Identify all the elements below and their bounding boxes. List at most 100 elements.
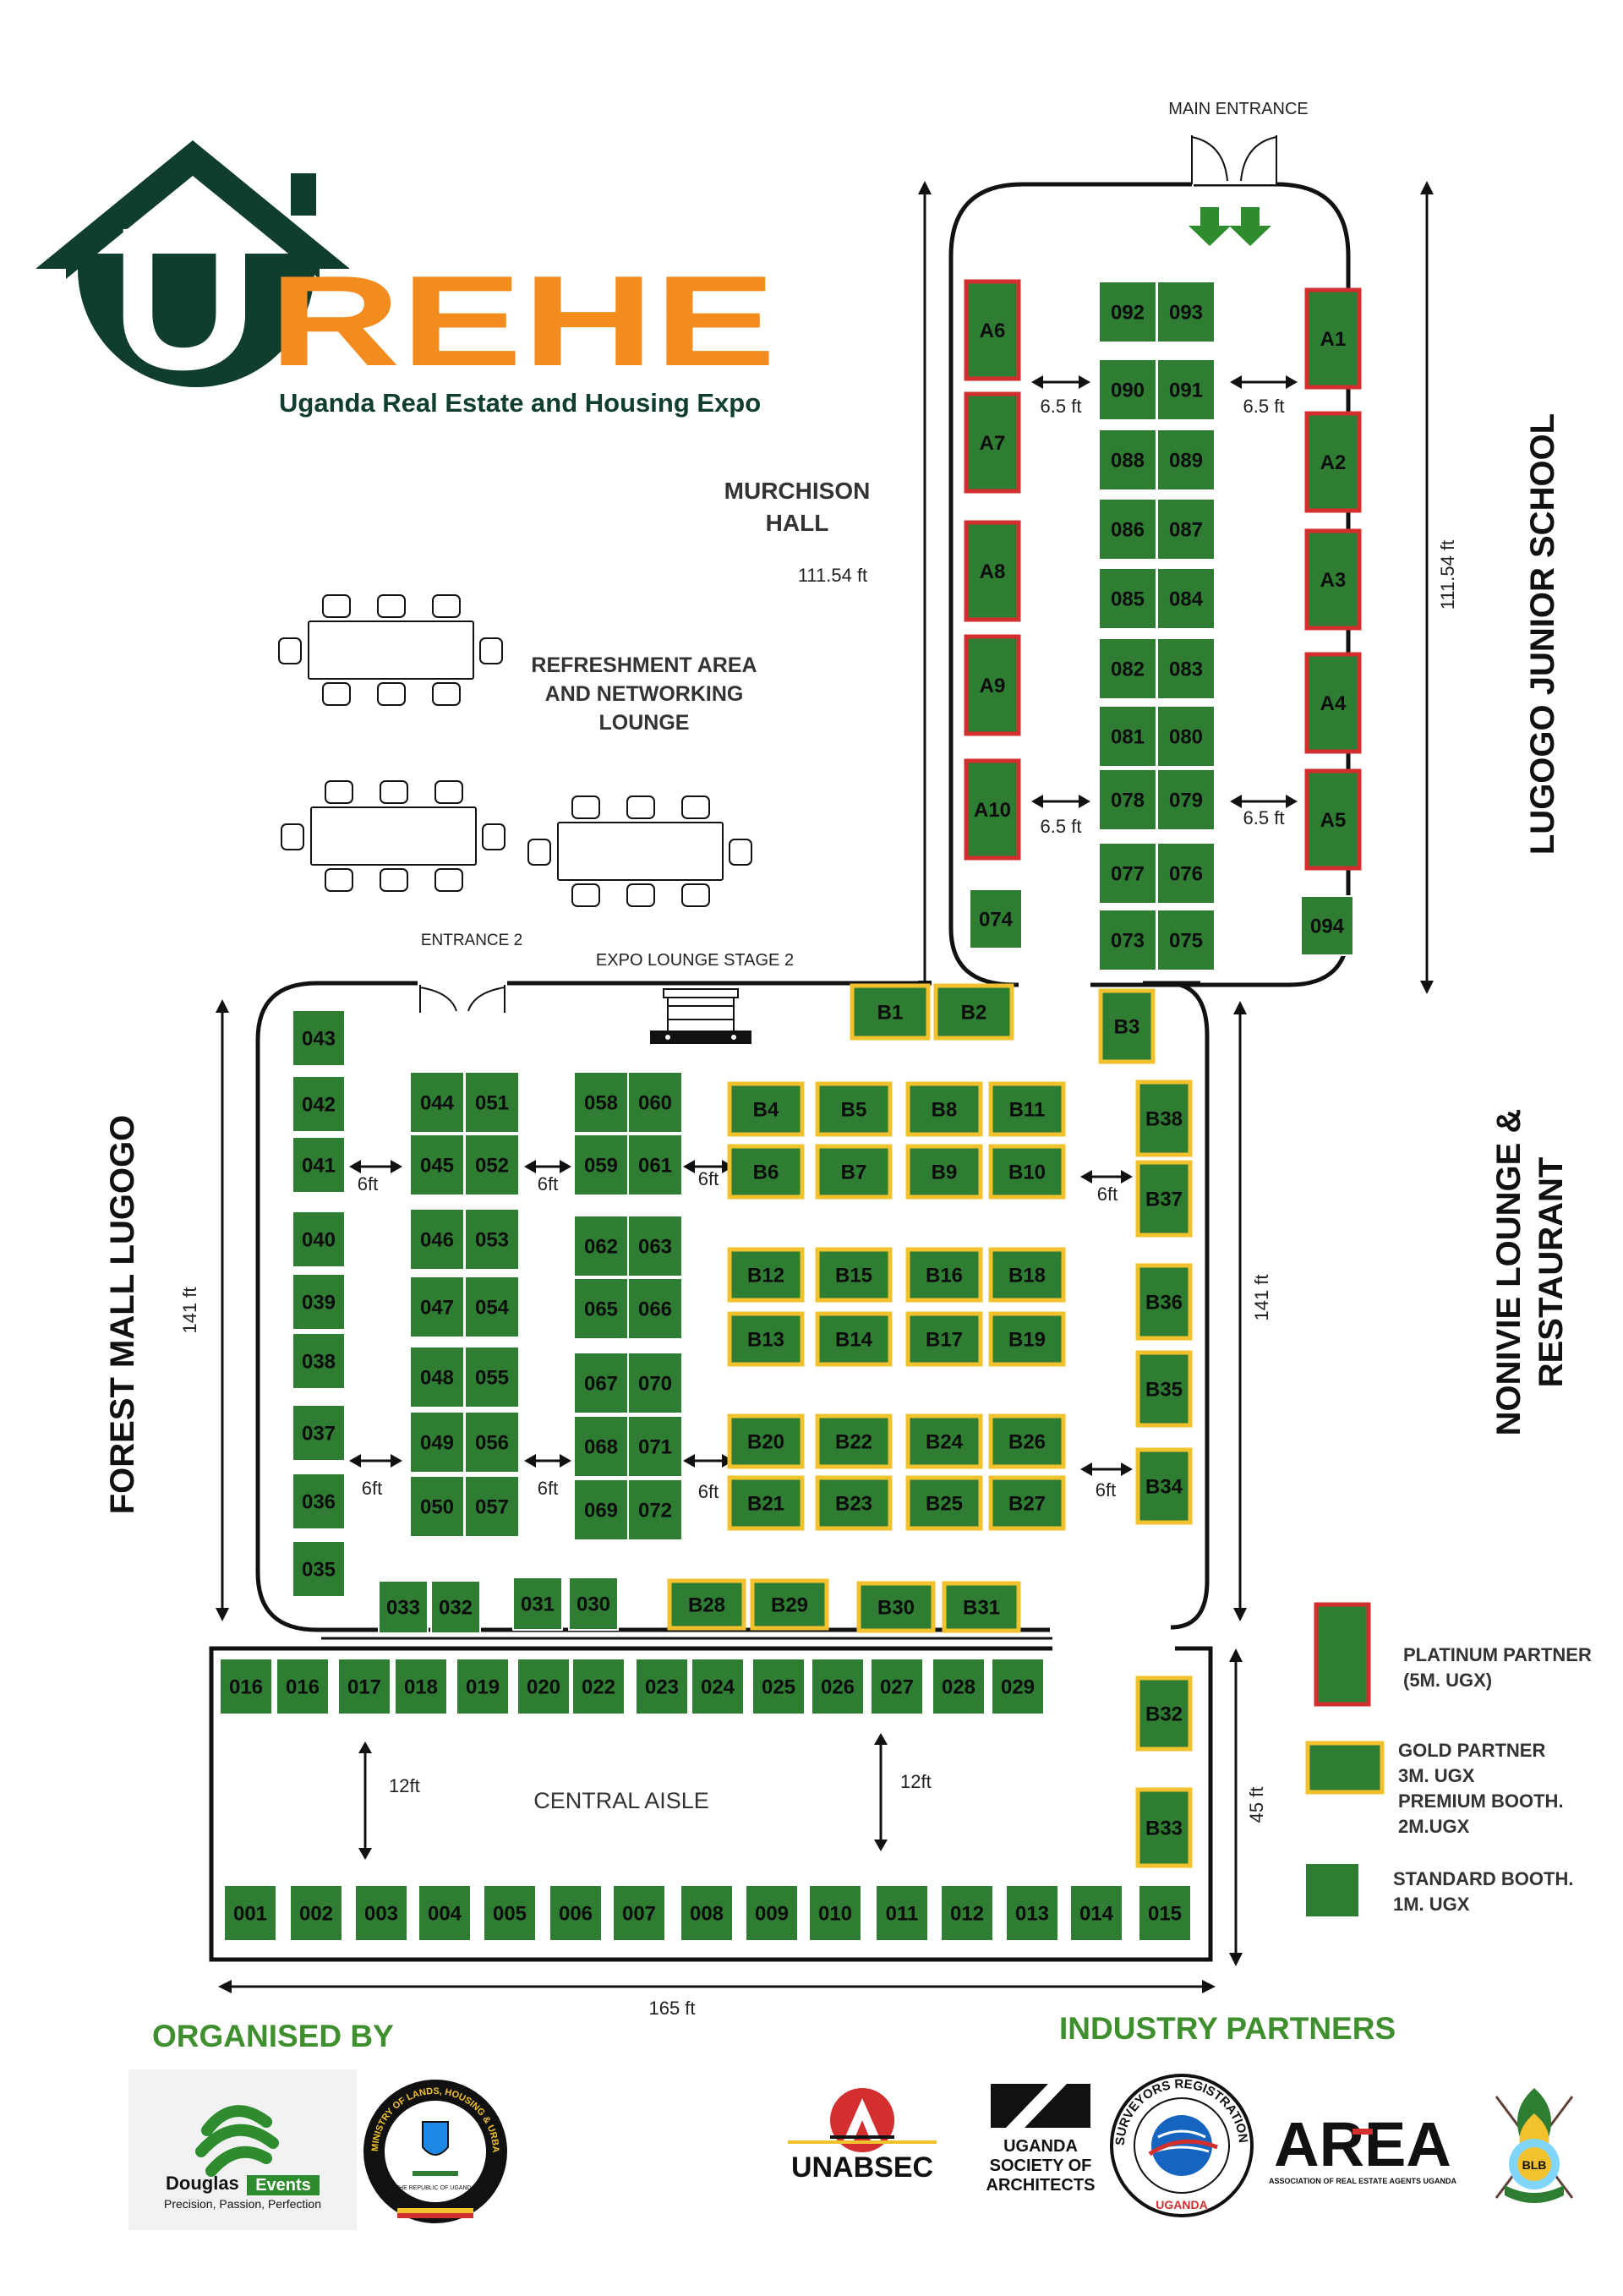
booth-049[interactable]: 049 (409, 1411, 465, 1473)
booth-B5[interactable]: B5 (815, 1081, 893, 1137)
booth-B15[interactable]: B15 (815, 1247, 893, 1303)
booth-031[interactable]: 031 (512, 1577, 563, 1631)
booth-B7[interactable]: B7 (815, 1144, 893, 1200)
booth-062[interactable]: 062 (573, 1215, 629, 1277)
booth-016[interactable]: 016 (276, 1658, 330, 1715)
booth-080[interactable]: 080 (1156, 705, 1216, 768)
booth-029[interactable]: 029 (991, 1658, 1045, 1715)
booth-B4[interactable]: B4 (727, 1081, 805, 1137)
booth-035[interactable]: 035 (292, 1540, 346, 1598)
booth-011[interactable]: 011 (875, 1884, 929, 1942)
booth-B36[interactable]: B36 (1135, 1263, 1193, 1341)
booth-014[interactable]: 014 (1069, 1884, 1123, 1942)
booth-013[interactable]: 013 (1005, 1884, 1059, 1942)
booth-A5[interactable]: A5 (1304, 768, 1362, 871)
booth-A10[interactable]: A10 (964, 758, 1021, 861)
booth-018[interactable]: 018 (394, 1658, 448, 1715)
booth-B9[interactable]: B9 (905, 1144, 983, 1200)
booth-B31[interactable]: B31 (942, 1581, 1021, 1633)
booth-B29[interactable]: B29 (750, 1578, 829, 1631)
booth-017[interactable]: 017 (337, 1658, 391, 1715)
booth-B22[interactable]: B22 (815, 1413, 893, 1469)
booth-008[interactable]: 008 (680, 1884, 734, 1942)
booth-A1[interactable]: A1 (1304, 287, 1362, 390)
booth-086[interactable]: 086 (1098, 498, 1157, 560)
booth-042[interactable]: 042 (292, 1075, 346, 1133)
booth-071[interactable]: 071 (627, 1415, 683, 1478)
booth-010[interactable]: 010 (808, 1884, 862, 1942)
booth-B19[interactable]: B19 (988, 1311, 1066, 1367)
booth-073[interactable]: 073 (1098, 909, 1157, 971)
booth-047[interactable]: 047 (409, 1276, 465, 1338)
booth-B1[interactable]: B1 (850, 983, 931, 1041)
booth-005[interactable]: 005 (483, 1884, 537, 1942)
booth-015[interactable]: 015 (1138, 1884, 1192, 1942)
booth-A4[interactable]: A4 (1304, 652, 1362, 754)
booth-A7[interactable]: A7 (964, 391, 1021, 494)
booth-043[interactable]: 043 (292, 1009, 346, 1067)
booth-038[interactable]: 038 (292, 1332, 346, 1390)
booth-B14[interactable]: B14 (815, 1311, 893, 1367)
booth-036[interactable]: 036 (292, 1473, 346, 1530)
booth-093[interactable]: 093 (1156, 281, 1216, 343)
booth-037[interactable]: 037 (292, 1404, 346, 1462)
booth-B37[interactable]: B37 (1135, 1160, 1193, 1238)
booth-070[interactable]: 070 (627, 1352, 683, 1414)
booth-B26[interactable]: B26 (988, 1413, 1066, 1469)
booth-A6[interactable]: A6 (964, 279, 1021, 381)
booth-052[interactable]: 052 (464, 1134, 520, 1196)
booth-039[interactable]: 039 (292, 1273, 346, 1331)
booth-022[interactable]: 022 (571, 1658, 626, 1715)
booth-048[interactable]: 048 (409, 1346, 465, 1408)
booth-002[interactable]: 002 (289, 1884, 343, 1942)
booth-057[interactable]: 057 (464, 1475, 520, 1538)
booth-A3[interactable]: A3 (1304, 528, 1362, 631)
booth-069[interactable]: 069 (573, 1479, 629, 1541)
booth-027[interactable]: 027 (870, 1658, 924, 1715)
booth-076[interactable]: 076 (1156, 842, 1216, 905)
booth-088[interactable]: 088 (1098, 429, 1157, 491)
booth-026[interactable]: 026 (811, 1658, 865, 1715)
booth-085[interactable]: 085 (1098, 567, 1157, 630)
booth-040[interactable]: 040 (292, 1211, 346, 1268)
booth-B27[interactable]: B27 (988, 1475, 1066, 1531)
booth-B24[interactable]: B24 (905, 1413, 983, 1469)
booth-009[interactable]: 009 (745, 1884, 799, 1942)
booth-055[interactable]: 055 (464, 1346, 520, 1408)
booth-056[interactable]: 056 (464, 1411, 520, 1473)
booth-066[interactable]: 066 (627, 1277, 683, 1340)
booth-B16[interactable]: B16 (905, 1247, 983, 1303)
booth-B13[interactable]: B13 (727, 1311, 805, 1367)
booth-B33[interactable]: B33 (1135, 1787, 1193, 1868)
booth-068[interactable]: 068 (573, 1415, 629, 1478)
booth-032[interactable]: 032 (430, 1580, 481, 1634)
booth-065[interactable]: 065 (573, 1277, 629, 1340)
booth-045[interactable]: 045 (409, 1134, 465, 1196)
booth-059[interactable]: 059 (573, 1134, 629, 1196)
booth-089[interactable]: 089 (1156, 429, 1216, 491)
booth-B18[interactable]: B18 (988, 1247, 1066, 1303)
booth-025[interactable]: 025 (751, 1658, 806, 1715)
booth-012[interactable]: 012 (940, 1884, 994, 1942)
booth-058[interactable]: 058 (573, 1071, 629, 1134)
booth-053[interactable]: 053 (464, 1208, 520, 1271)
booth-094[interactable]: 094 (1300, 895, 1354, 956)
booth-B2[interactable]: B2 (933, 983, 1014, 1041)
booth-B30[interactable]: B30 (856, 1581, 936, 1633)
booth-041[interactable]: 041 (292, 1136, 346, 1194)
booth-072[interactable]: 072 (627, 1479, 683, 1541)
booth-B21[interactable]: B21 (727, 1475, 805, 1531)
booth-067[interactable]: 067 (573, 1352, 629, 1414)
booth-006[interactable]: 006 (549, 1884, 603, 1942)
booth-B32[interactable]: B32 (1135, 1676, 1193, 1752)
booth-084[interactable]: 084 (1156, 567, 1216, 630)
booth-030[interactable]: 030 (568, 1577, 619, 1631)
booth-016[interactable]: 016 (219, 1658, 273, 1715)
booth-074[interactable]: 074 (969, 888, 1023, 949)
booth-B10[interactable]: B10 (988, 1144, 1066, 1200)
booth-019[interactable]: 019 (456, 1658, 510, 1715)
booth-054[interactable]: 054 (464, 1276, 520, 1338)
booth-007[interactable]: 007 (612, 1884, 666, 1942)
booth-001[interactable]: 001 (223, 1884, 277, 1942)
booth-090[interactable]: 090 (1098, 358, 1157, 421)
